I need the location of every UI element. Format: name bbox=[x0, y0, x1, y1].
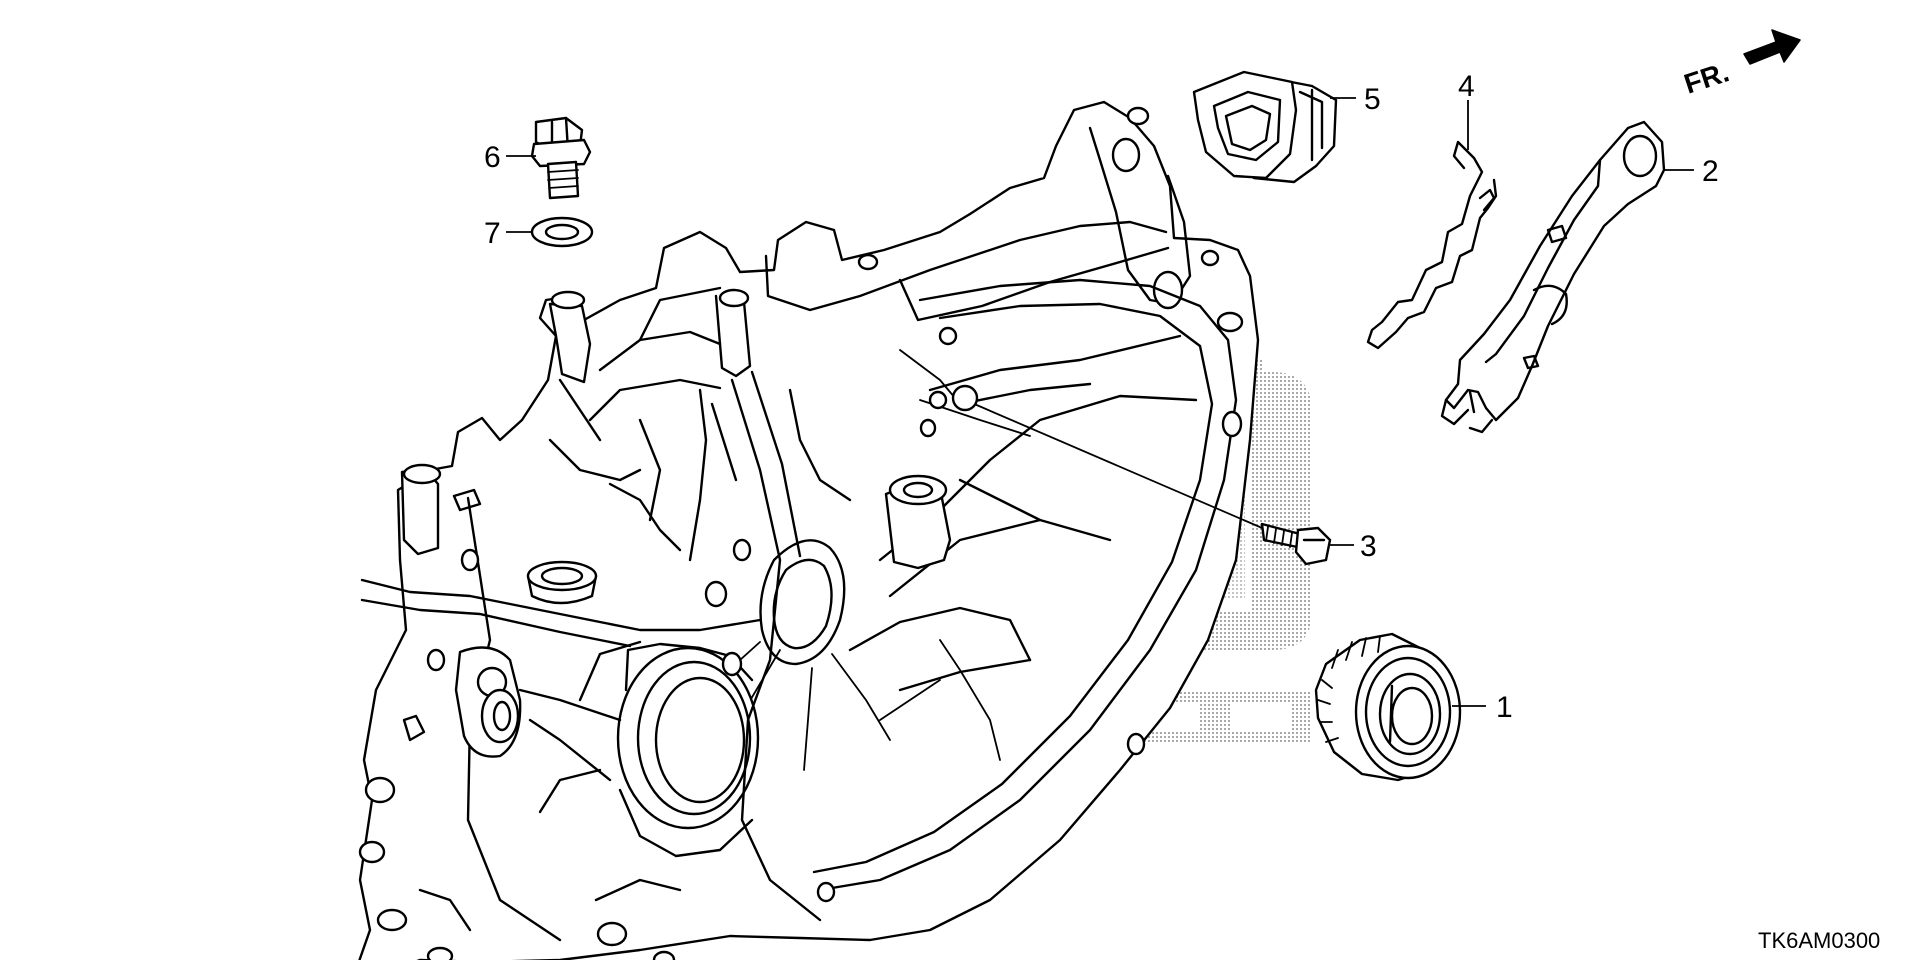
leader-lines bbox=[506, 97, 1694, 707]
boot bbox=[1192, 70, 1338, 184]
release-bearing bbox=[1314, 632, 1462, 782]
direction-label: FR. bbox=[1680, 56, 1732, 99]
callout-2: 2 bbox=[1702, 155, 1719, 188]
drain-bolt bbox=[530, 116, 592, 200]
washer bbox=[530, 216, 594, 248]
diagram-code: TK6AM0300 bbox=[1758, 928, 1880, 953]
callout-5: 5 bbox=[1364, 83, 1381, 116]
fork-bolt bbox=[951, 384, 1332, 566]
callout-7: 7 bbox=[484, 217, 501, 250]
front-arrow-icon bbox=[1743, 29, 1801, 65]
spring-clip bbox=[1366, 140, 1498, 350]
clutch-housing bbox=[358, 100, 1260, 960]
release-fork bbox=[1440, 120, 1666, 434]
callout-4: 4 bbox=[1458, 70, 1475, 103]
callout-3: 3 bbox=[1360, 530, 1377, 563]
callout-6: 6 bbox=[484, 141, 501, 174]
front-direction-indicator: FR. bbox=[1680, 29, 1801, 100]
callout-1: 1 bbox=[1496, 691, 1513, 724]
